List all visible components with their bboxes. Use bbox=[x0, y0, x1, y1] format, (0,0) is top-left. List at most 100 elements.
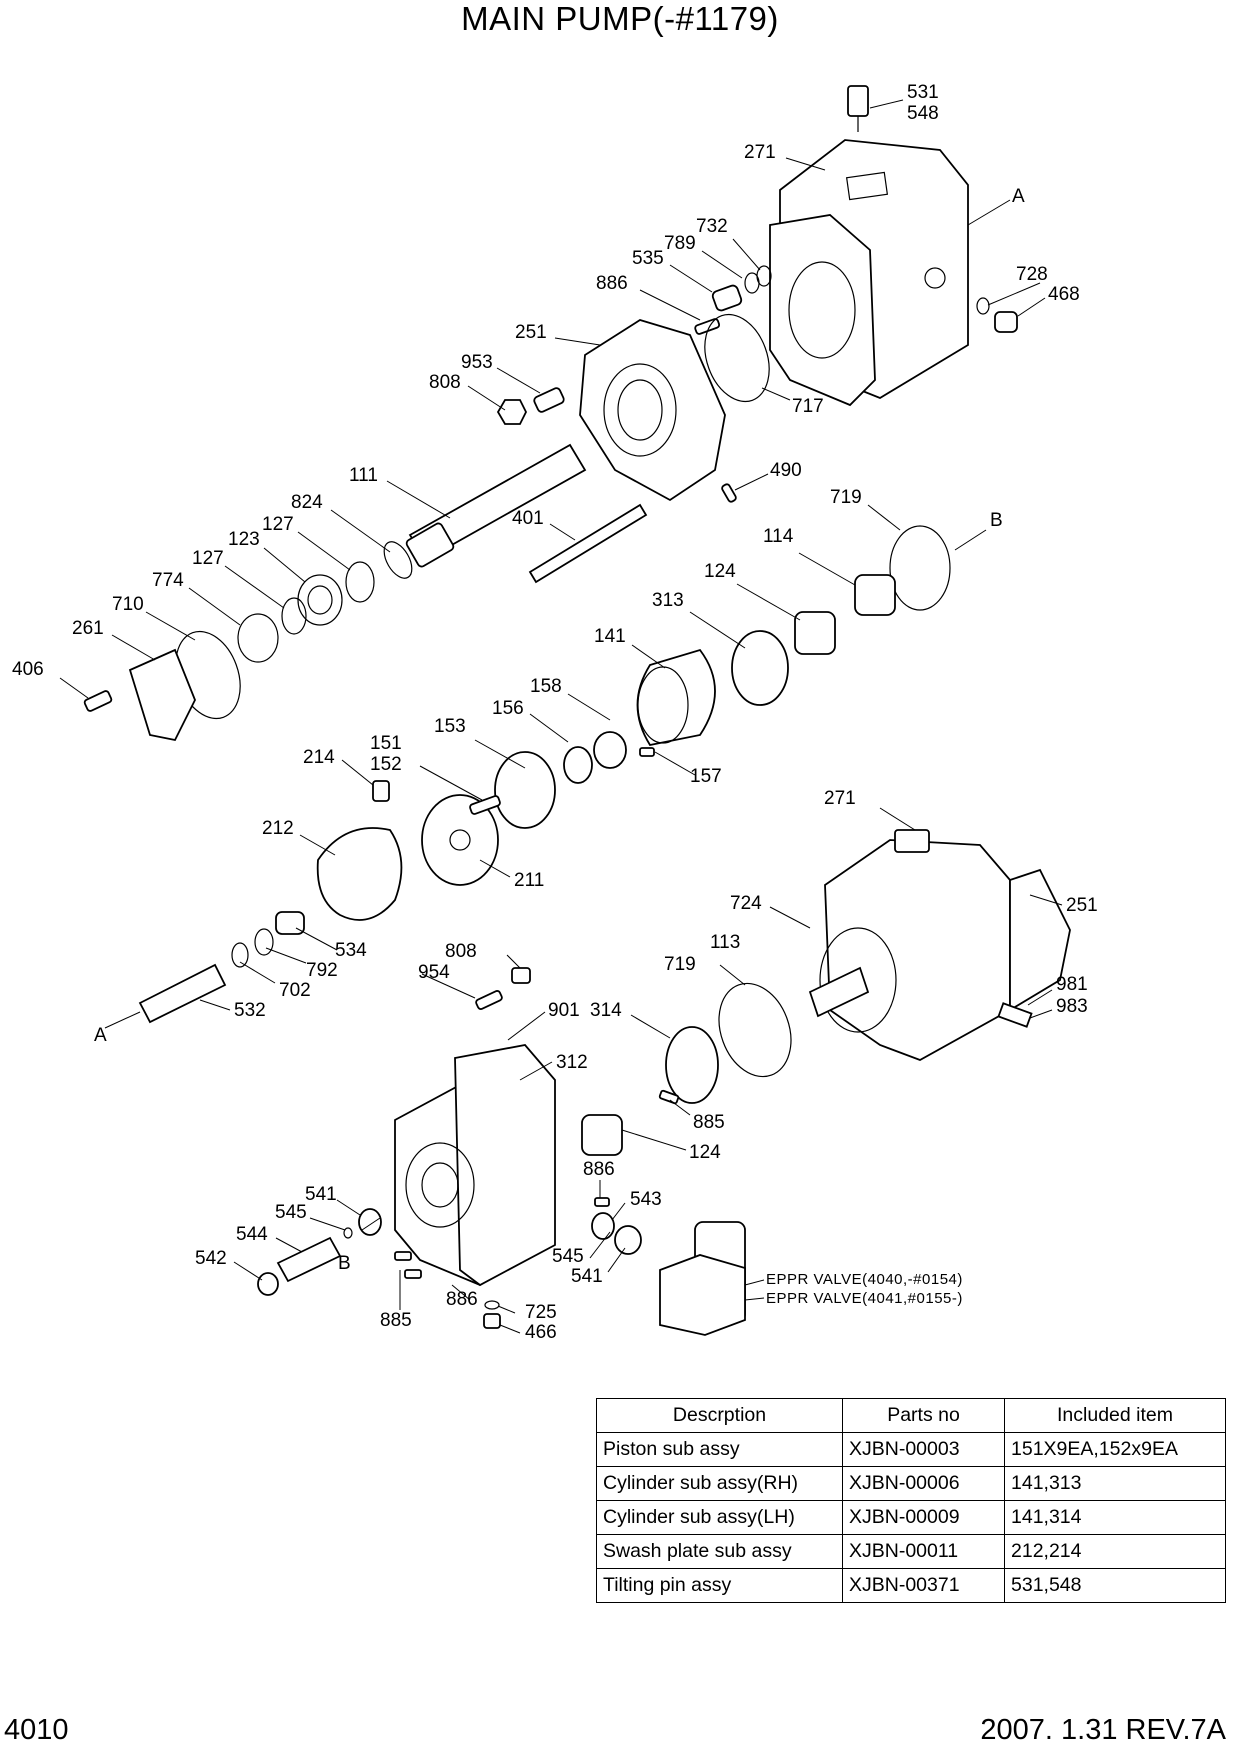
callout-label: 251 bbox=[1066, 895, 1098, 916]
callout-label: 724 bbox=[730, 893, 762, 914]
part-shaft-532 bbox=[138, 911, 305, 1024]
callout-label: 702 bbox=[279, 980, 311, 1001]
cell-description: Tilting pin assy bbox=[596, 1568, 843, 1603]
callout-label: 531 bbox=[907, 82, 939, 103]
cell-description: Cylinder sub assy(RH) bbox=[596, 1466, 843, 1501]
callout-label: 141 bbox=[594, 626, 626, 647]
callout-label: 824 bbox=[291, 492, 323, 513]
callout-label: 886 bbox=[596, 273, 628, 294]
callout-label: 886 bbox=[446, 1289, 478, 1310]
callout-label: 808 bbox=[445, 941, 477, 962]
column-header-included-item: Included item bbox=[1004, 1398, 1226, 1433]
part-housing-top bbox=[769, 139, 969, 407]
callout-label: 157 bbox=[690, 766, 722, 787]
callout-label: 535 bbox=[632, 248, 664, 269]
part-cylinder-group bbox=[563, 525, 951, 784]
callout-label: 774 bbox=[152, 570, 184, 591]
cell-parts-no: XJBN-00003 bbox=[842, 1432, 1005, 1467]
valve-notes: EPPR VALVE(4040,-#0154) EPPR VALVE(4041,… bbox=[766, 1271, 963, 1307]
callout-label: 261 bbox=[72, 618, 104, 639]
callout-label: 541 bbox=[571, 1266, 603, 1287]
cell-description: Cylinder sub assy(LH) bbox=[596, 1500, 843, 1535]
callout-label: 792 bbox=[306, 960, 338, 981]
callout-label: 312 bbox=[556, 1052, 588, 1073]
page-number: 4010 bbox=[4, 1714, 69, 1746]
callout-label: 156 bbox=[492, 698, 524, 719]
callout-label: 151 bbox=[370, 733, 402, 754]
part-cover-group bbox=[394, 967, 746, 1336]
callout-label: 732 bbox=[696, 216, 728, 237]
callout-label: 271 bbox=[824, 788, 856, 809]
cell-parts-no: XJBN-00006 bbox=[842, 1466, 1005, 1501]
callout-label: 314 bbox=[590, 1000, 622, 1021]
callout-label: 719 bbox=[664, 954, 696, 975]
callout-label: 885 bbox=[693, 1112, 725, 1133]
callout-label: 886 bbox=[583, 1159, 615, 1180]
column-header-parts-no: Parts no bbox=[842, 1398, 1005, 1433]
callout-label: 211 bbox=[514, 870, 544, 891]
callout-label: 544 bbox=[236, 1224, 268, 1245]
callout-label: 710 bbox=[112, 594, 144, 615]
callout-label: 153 bbox=[434, 716, 466, 737]
callout-label: 124 bbox=[689, 1142, 721, 1163]
table-row: Swash plate sub assy XJBN-00011 212,214 bbox=[596, 1534, 1226, 1569]
callout-label: 719 bbox=[830, 487, 862, 508]
callout-label: 981 bbox=[1056, 974, 1088, 995]
callout-label: 532 bbox=[234, 1000, 266, 1021]
callout-label: B bbox=[338, 1253, 351, 1274]
table-row: Cylinder sub assy(LH) XJBN-00009 141,314 bbox=[596, 1500, 1226, 1535]
cell-parts-no: XJBN-00009 bbox=[842, 1500, 1005, 1535]
callout-label: 954 bbox=[418, 962, 450, 983]
callout-label: 548 bbox=[907, 103, 939, 124]
callout-label: 725 bbox=[525, 1302, 557, 1323]
parts-table: Descrption Parts no Included item Piston… bbox=[596, 1398, 1226, 1603]
callout-label: 789 bbox=[664, 233, 696, 254]
part-shaft-group bbox=[83, 443, 648, 742]
callout-label: 885 bbox=[380, 1310, 412, 1331]
callout-label: 542 bbox=[195, 1248, 227, 1269]
cell-parts-no: XJBN-00371 bbox=[842, 1568, 1005, 1603]
callout-label: 114 bbox=[763, 526, 794, 547]
callout-label: 717 bbox=[792, 396, 824, 417]
part-housing-lower bbox=[718, 829, 1071, 1078]
callout-label: 534 bbox=[335, 940, 367, 961]
callout-labels: 531 548 271 A 732 789 535 886 728 468 25… bbox=[12, 82, 1098, 1343]
callout-label: 214 bbox=[303, 747, 335, 768]
callout-label: 401 bbox=[512, 508, 544, 529]
callout-label: 271 bbox=[744, 142, 776, 163]
callout-label: 545 bbox=[275, 1202, 307, 1223]
cell-included-item: 212,214 bbox=[1004, 1534, 1226, 1569]
valve-note: EPPR VALVE(4040,-#0154) bbox=[766, 1271, 963, 1288]
callout-label: A bbox=[94, 1025, 107, 1046]
page-title: MAIN PUMP(-#1179) bbox=[461, 0, 779, 37]
callout-label: 953 bbox=[461, 352, 493, 373]
table-row: Cylinder sub assy(RH) XJBN-00006 141,313 bbox=[596, 1466, 1226, 1501]
table-header-row: Descrption Parts no Included item bbox=[596, 1398, 1226, 1433]
callout-label: 466 bbox=[525, 1322, 557, 1343]
column-header-description: Descrption bbox=[596, 1398, 843, 1433]
callout-label: 251 bbox=[515, 322, 547, 343]
callout-label: 406 bbox=[12, 659, 44, 680]
part-lower-small-items bbox=[257, 1208, 501, 1329]
callout-label: A bbox=[1012, 186, 1025, 207]
callout-label: 983 bbox=[1056, 996, 1088, 1017]
cell-parts-no: XJBN-00011 bbox=[842, 1534, 1005, 1569]
revision-date: 2007. 1.31 REV.7A bbox=[980, 1714, 1226, 1746]
callout-label: 124 bbox=[704, 561, 736, 582]
part-misc-upper bbox=[694, 265, 1018, 403]
exploded-parts-diagram: 531 548 271 A 732 789 535 886 728 468 25… bbox=[12, 82, 1098, 1343]
callout-label: 541 bbox=[305, 1184, 337, 1205]
cell-included-item: 141,313 bbox=[1004, 1466, 1226, 1501]
table-row: Piston sub assy XJBN-00003 151X9EA,152x9… bbox=[596, 1432, 1226, 1467]
callout-label: 545 bbox=[552, 1246, 584, 1267]
callout-label: 123 bbox=[228, 529, 260, 550]
cell-included-item: 141,314 bbox=[1004, 1500, 1226, 1535]
callout-label: 152 bbox=[370, 754, 402, 775]
callout-label: 901 bbox=[548, 1000, 580, 1021]
cell-included-item: 151X9EA,152x9EA bbox=[1004, 1432, 1226, 1467]
table-row: Tilting pin assy XJBN-00371 531,548 bbox=[596, 1568, 1226, 1603]
callout-label: 127 bbox=[192, 548, 224, 569]
callout-label: 808 bbox=[429, 372, 461, 393]
callout-label: 212 bbox=[262, 818, 294, 839]
callout-label: 468 bbox=[1048, 284, 1080, 305]
